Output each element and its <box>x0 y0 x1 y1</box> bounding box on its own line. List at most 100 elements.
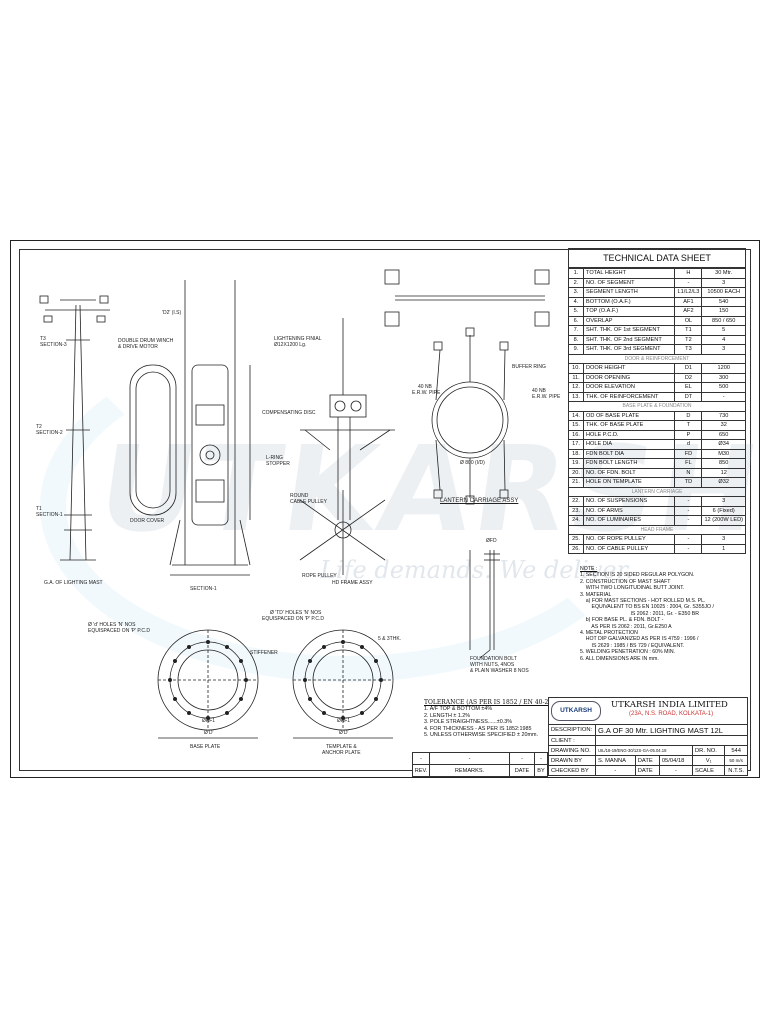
v-label: V₁ <box>691 755 726 766</box>
tds-cell-no: 2. <box>568 277 584 288</box>
label-fdn-bolt: FOUNDATION BOLT <box>470 656 517 662</box>
note-line: b) FOR BASE PL. & FDN. BOLT - <box>580 617 664 624</box>
tds-row: 26.NO. OF CABLE PULLEY-1 <box>568 543 746 554</box>
tds-cell-desc: SHT. THK. OF 2nd SEGMENT <box>582 334 676 345</box>
scale-value: N.T.S. <box>724 765 748 776</box>
tds-cell-desc: DOOR ELEVATION <box>582 382 676 393</box>
tds-cell-sym: - <box>674 543 703 554</box>
description-label: DESCRIPTION: <box>548 724 596 736</box>
note-line: 3. MATERIAL <box>580 591 612 598</box>
client-value <box>595 735 748 746</box>
drawn-by-label: DRAWN BY <box>548 755 596 766</box>
tds-section-row: DOOR & REINFORCEMENT <box>568 353 746 364</box>
lantern-carriage-plan <box>431 327 509 505</box>
label-template-holes: Ø 'TD' HOLES 'N' NOS <box>270 610 322 616</box>
tds-cell-val: 850 <box>701 458 746 469</box>
notes-title: NOTE : <box>580 566 598 572</box>
tds-cell-desc: NO. OF FDN. BOLT <box>582 467 676 478</box>
label-erw-2: E.R.W. PIPE <box>532 394 561 400</box>
tds-cell-desc: THK. OF REINFORCEMENT <box>582 391 676 402</box>
label-d2: 'D2' (I.S) <box>162 310 182 316</box>
tds-cell-desc: TOTAL HEIGHT <box>582 268 676 279</box>
note-line: EQUIVALENT TO BS EN 10025 : 2004, Gr. S3… <box>580 604 714 611</box>
caption-template: TEMPLATE & <box>326 744 357 750</box>
caption-base-plate: BASE PLATE <box>190 744 221 750</box>
title-block-table: DESCRIPTION: G.A OF 30 Mtr. LIGHTING MAS… <box>548 724 748 776</box>
tds-cell-no: 6. <box>568 315 584 326</box>
note-line: AS PER IS 2062 : 2011, Gr.E250 A <box>580 623 672 630</box>
tds-cell-no: 13. <box>568 391 584 402</box>
date-dash-1: - <box>509 752 535 765</box>
tds-cell-sym: - <box>674 505 703 516</box>
label-lantern-dia: Ø 800 (I/D) <box>460 460 485 466</box>
tds-cell-val: Ø34 <box>701 439 746 450</box>
tds-cell-val: 10500 EACH <box>701 287 746 298</box>
note-line: 5. WELDING PENETRATION : 60% MIN. <box>580 649 676 656</box>
tds-cell-no: 16. <box>568 429 584 440</box>
tds-cell-no: 3. <box>568 287 584 298</box>
tds-cell-no: 19. <box>568 458 584 469</box>
note-line: a) FOR MAST SECTIONS - HOT ROLLED M.S. P… <box>580 598 706 605</box>
label-finial: LIGHTENING FINIAL <box>274 336 322 342</box>
tds-cell-sym: EL <box>674 382 703 393</box>
tds-cell-val: Ø32 <box>701 477 746 488</box>
tds-cell-val: 850 / 650 <box>701 315 746 326</box>
tds-section-title: LANTERN CARRIAGE <box>568 486 746 497</box>
tds-cell-val: 12 (200W LED) <box>701 515 746 526</box>
tds-section-row: BASE PLATE & FOUNDATION <box>568 401 746 412</box>
tds-cell-sym: D <box>674 410 703 421</box>
tds-cell-sym: FL <box>674 458 703 469</box>
label-cable-pulley: CABLE PULLEY <box>290 499 327 505</box>
tds-cell-val: 1200 <box>701 363 746 374</box>
tds-cell-desc: OVERLAP <box>582 315 676 326</box>
caption-ga-mast: G.A. OF LIGHTING MAST <box>44 580 103 586</box>
tds-cell-no: 22. <box>568 496 584 507</box>
tds-cell-desc: HOLE ON TEMPLATE <box>582 477 676 488</box>
tolerance-line: 1. A/F TOP & BOTTOM ±4% <box>424 706 493 713</box>
foundation-bolt <box>469 550 500 659</box>
tds-cell-desc: DOOR OPENING <box>582 372 676 383</box>
remarks-dash-1: - <box>429 752 510 765</box>
mast-elevation <box>39 295 110 561</box>
label-section-1-mast: SECTION-1 <box>36 512 63 518</box>
tds-cell-val: - <box>701 391 746 402</box>
caption-lantern-assy: LANTERN CARRIAGE ASSY <box>440 498 519 504</box>
tds-cell-desc: SEGMENT LENGTH <box>582 287 676 298</box>
tds-cell-no: 10. <box>568 363 584 374</box>
tds-cell-no: 15. <box>568 420 584 431</box>
tds-section-row: HEAD FRAME <box>568 524 746 535</box>
rev-dash-1: - <box>412 752 430 765</box>
label-finial-size: Ø12X1200 Lg. <box>274 342 307 348</box>
note-line: IS 2062 : 2011, Gr. - E350 BR <box>580 610 699 617</box>
client-label: CLIENT : <box>548 735 596 746</box>
tds-cell-sym: FD <box>674 448 703 459</box>
label-fdn-with: WITH NUTS, 4NOS <box>470 662 515 668</box>
label-motor: & DRIVE MOTOR <box>118 344 158 350</box>
label-template-d: Ø'D' <box>339 730 349 736</box>
tds-cell-val: 300 <box>701 372 746 383</box>
label-nb-2: 40 NB <box>532 388 546 394</box>
label-stiffener: STIFFENER <box>250 650 278 656</box>
tds-cell-desc: SHT. THK. OF 1st SEGMENT <box>582 325 676 336</box>
tds-cell-no: 4. <box>568 296 584 307</box>
tds-cell-val: 3 <box>701 277 746 288</box>
note-line: IS 2629 : 1985 / BS 729 / EQUIVALENT. <box>580 642 685 649</box>
tds-cell-val: 500 <box>701 382 746 393</box>
lantern-top-view <box>384 269 550 327</box>
tds-cell-sym: - <box>674 534 703 545</box>
tds-cell-val: 1 <box>701 543 746 554</box>
company-address: (23A, N.S. ROAD, KOLKATA-1) <box>629 711 714 717</box>
tds-cell-val: 3 <box>701 534 746 545</box>
note-line: WITH TWO LONGITUDINAL BUTT JOINT. <box>580 585 685 592</box>
tds-cell-sym: d <box>674 439 703 450</box>
label-erw-1: E.R.W. PIPE <box>412 390 441 396</box>
date-label-2: DATE <box>634 765 660 776</box>
company-name: UTKARSH INDIA LIMITED <box>611 700 728 710</box>
